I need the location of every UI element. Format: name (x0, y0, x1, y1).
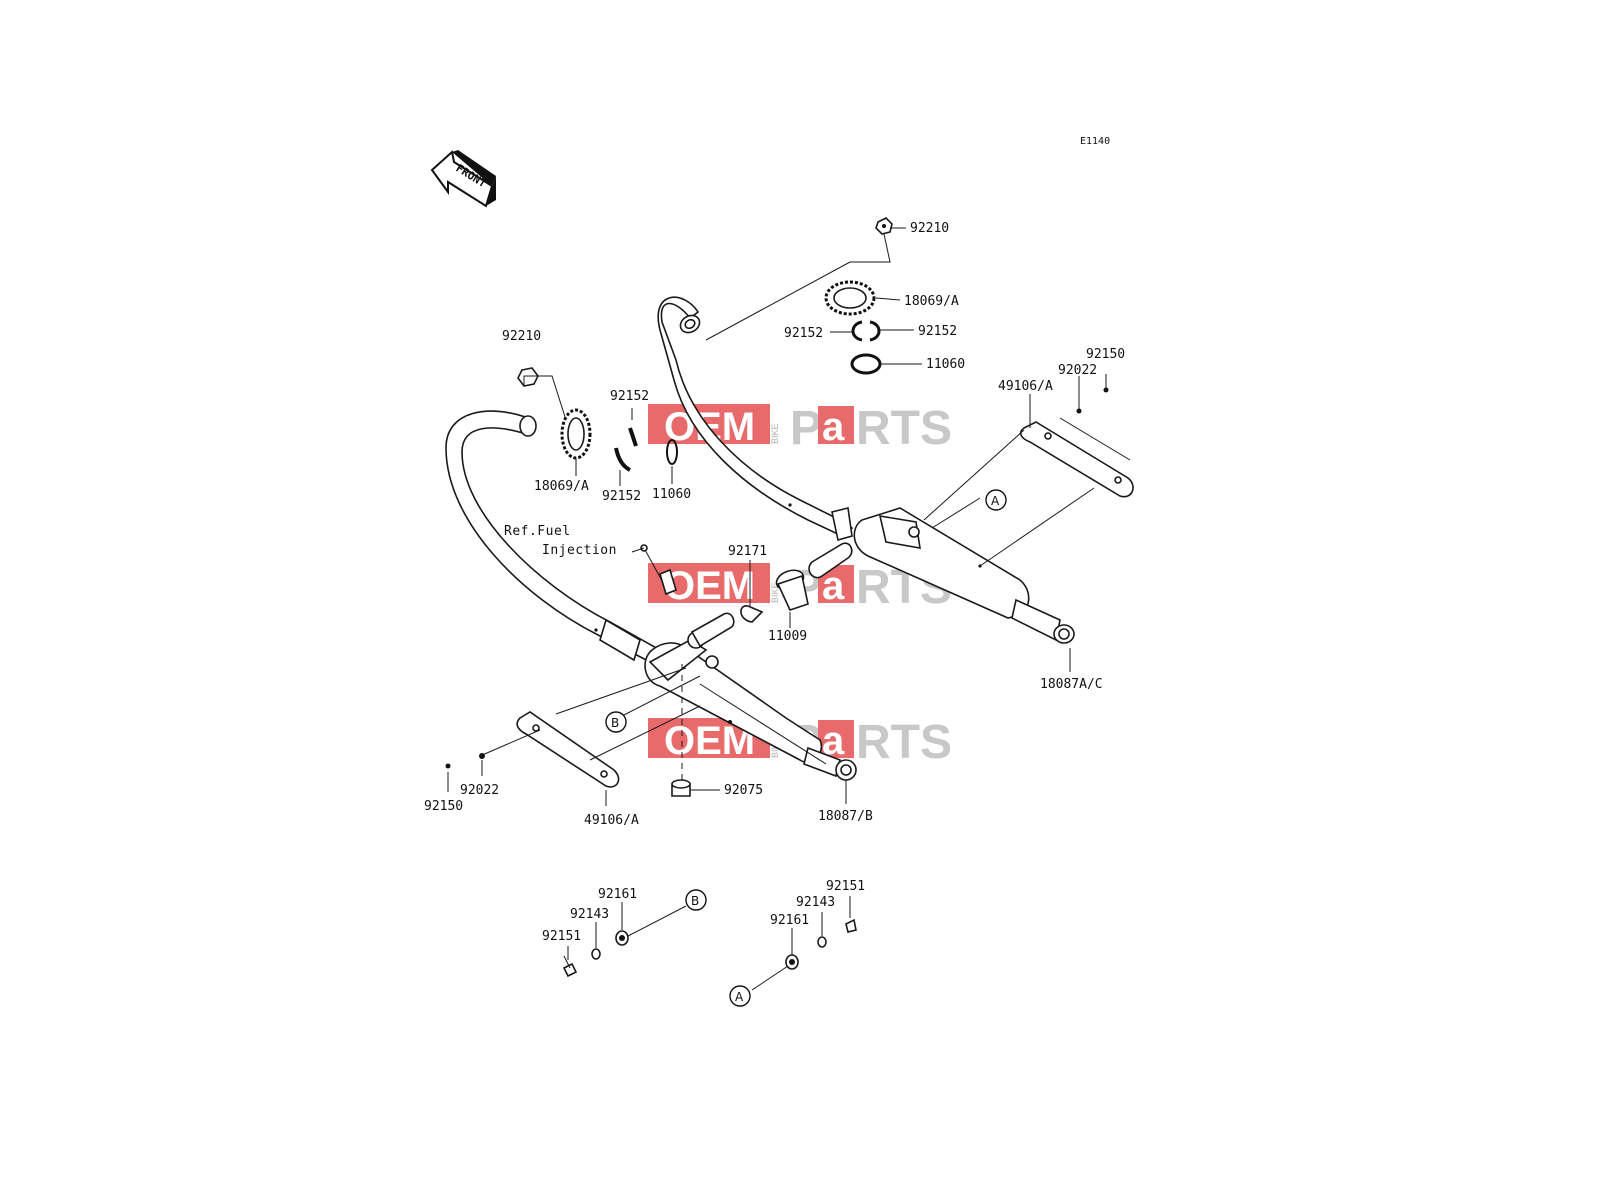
svg-text:A: A (735, 990, 744, 1004)
label-l-92152-bottom: 92152 (602, 489, 641, 504)
svg-text:OEM: OEM (664, 564, 755, 608)
svg-text:B: B (691, 894, 699, 908)
right-nut-92210-icon (875, 217, 893, 235)
watermark-top: OEM BIKE P a RTS (648, 402, 952, 455)
svg-text:RTS: RTS (856, 716, 952, 769)
right-clamp-18069a (824, 280, 876, 316)
svg-text:A: A (991, 494, 1000, 508)
label-br-92143: 92143 (796, 895, 835, 910)
label-r-92210: 92210 (910, 221, 949, 236)
label-r-92152-left: 92152 (784, 326, 823, 341)
label-ref-fuel: Ref.Fuel (504, 524, 571, 539)
label-l-92150: 92150 (424, 799, 463, 814)
label-l-11060: 11060 (652, 487, 691, 502)
left-damper-92075-icon (671, 779, 691, 797)
label-l-49106a: 49106/A (584, 813, 639, 828)
svg-text:BIKE: BIKE (770, 582, 780, 603)
label-bl-92143: 92143 (570, 907, 609, 922)
label-r-11060: 11060 (926, 357, 965, 372)
label-r-11009: 11009 (768, 629, 807, 644)
left-bolt-92150-icon (445, 763, 451, 769)
svg-text:a: a (822, 405, 845, 449)
left-clamp-18069a (560, 408, 592, 460)
bl-bolt-92151-icon (562, 955, 578, 978)
label-r-49106a: 49106/A (998, 379, 1053, 394)
svg-text:a: a (822, 564, 845, 608)
callout-a-bottom: A (729, 985, 751, 1007)
callout-a-right: A (985, 489, 1007, 511)
label-r-18087ac: 18087A/C (1040, 677, 1103, 692)
label-r-92152-right: 92152 (918, 324, 957, 339)
label-injection: Injection (542, 543, 617, 558)
label-r-18069a: 18069/A (904, 294, 959, 309)
label-l-92210: 92210 (502, 329, 541, 344)
part-labels: 92210 18069/A 92152 92152 11060 92150 92… (424, 221, 1125, 944)
leader-lines (447, 227, 1131, 991)
label-r-92150: 92150 (1086, 347, 1125, 362)
label-l-92075: 92075 (724, 783, 763, 798)
left-gasket-11060-icon (666, 439, 678, 465)
left-nut-92210-icon (517, 367, 539, 387)
bl-grommet-92161-icon (615, 930, 629, 946)
right-sleeve-11009 (775, 569, 809, 611)
right-exhaust-pipe (657, 296, 1075, 644)
label-br-92161: 92161 (770, 913, 809, 928)
callout-b-bottom: B (685, 889, 707, 911)
left-cover-49106a (516, 711, 620, 788)
label-r-92171: 92171 (728, 544, 767, 559)
label-r-92022: 92022 (1058, 363, 1097, 378)
sensor-clamp-92171-icon (740, 590, 764, 623)
bl-washer-92143-icon (591, 948, 601, 960)
front-arrow-icon: FRONT (430, 150, 496, 208)
watermark-mid: OEM BIKE P a RTS (648, 561, 952, 614)
svg-text:P: P (790, 402, 822, 455)
right-half-ring-92152-icon (851, 320, 881, 342)
label-bl-92161: 92161 (598, 887, 637, 902)
right-gasket-11060-icon (850, 353, 882, 375)
left-exhaust-pipe (445, 410, 857, 781)
svg-text:BIKE: BIKE (770, 737, 780, 758)
label-l-18069a: 18069/A (534, 479, 589, 494)
svg-text:a: a (822, 719, 845, 763)
left-half-ring-92152-icon (614, 427, 638, 472)
label-l-18087b: 18087/B (818, 809, 873, 824)
diagram-code: E1140 (1080, 136, 1110, 147)
br-washer-92143-icon (817, 936, 827, 948)
label-l-92022: 92022 (460, 783, 499, 798)
label-l-92152-top: 92152 (610, 389, 649, 404)
svg-text:RTS: RTS (856, 402, 952, 455)
br-grommet-92161-icon (785, 954, 799, 970)
label-br-92151: 92151 (826, 879, 865, 894)
br-bolt-92151-icon (845, 918, 857, 933)
svg-text:BIKE: BIKE (770, 423, 780, 444)
right-cover-49106a (1019, 421, 1134, 498)
callout-b-left: B (605, 711, 627, 733)
svg-text:B: B (611, 716, 619, 730)
label-bl-92151: 92151 (542, 929, 581, 944)
